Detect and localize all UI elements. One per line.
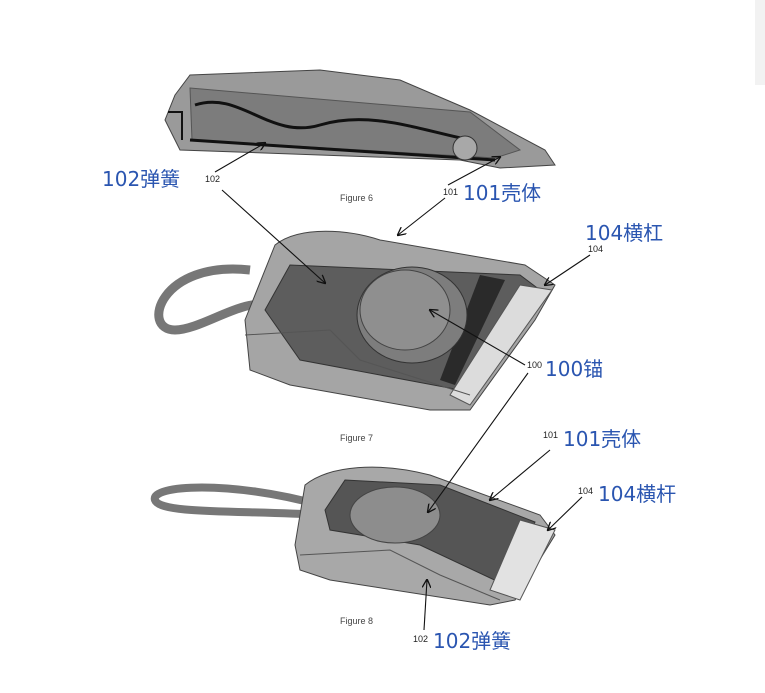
fig8-shell-annotation: 101壳体 <box>563 427 642 451</box>
fig8-shell-ref: 101 <box>543 430 559 440</box>
fig8-crossbar-ref: 104 <box>578 486 594 496</box>
fig8-spring-ref: 102 <box>413 634 429 644</box>
fig8-spring-annotation: 102弹簧 <box>433 629 512 653</box>
figure-7-drawing <box>154 230 556 411</box>
figure-8-caption: Figure 8 <box>340 616 374 626</box>
fig8-crossbar-annotation: 104横杆 <box>598 482 677 506</box>
fig6-shell-annotation: 101壳体 <box>463 181 542 205</box>
fig7-anchor-annotation: 100锚 <box>545 357 604 381</box>
figure-8-drawing <box>150 466 556 606</box>
figure-6-drawing <box>164 69 556 169</box>
page-edge <box>755 0 765 85</box>
fig7-crossbar-annotation: 104横杠 <box>585 221 664 245</box>
figure-7-caption: Figure 7 <box>340 433 374 443</box>
fig6-spring-ref: 102 <box>205 174 221 184</box>
fig6-shell-ref: 101 <box>443 187 459 197</box>
fig6-spring-annotation: 102弹簧 <box>102 167 181 191</box>
leader-lines <box>214 143 591 631</box>
figure-6-caption: Figure 6 <box>340 193 374 203</box>
fig7-anchor-ref: 100 <box>527 360 543 370</box>
fig7-crossbar-ref: 104 <box>588 244 604 254</box>
